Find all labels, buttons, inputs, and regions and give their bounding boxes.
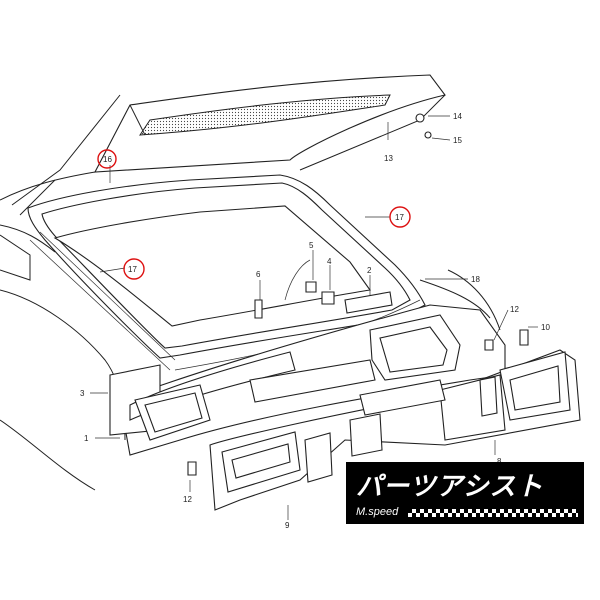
callout-5: 5 [309,241,314,250]
highlight-17-right [389,206,411,228]
callout-2: 2 [367,266,372,275]
callout-15: 15 [453,136,462,145]
callouts: 13 14 15 16 17 17 18 5 4 2 6 3 1 12 10 1… [80,112,550,530]
callout-17-left: 17 [128,265,137,274]
highlight-17-left [123,258,145,280]
callout-14: 14 [453,112,462,121]
logo-title: パーツアシスト [356,472,544,502]
checkered-stripe [408,509,578,517]
callout-12-right: 12 [510,305,519,314]
rear-garnish [209,349,581,511]
callout-3: 3 [80,389,85,398]
callout-9: 9 [285,521,290,530]
callout-1: 1 [84,434,89,443]
logo-subtitle: M.speed [356,506,399,518]
rear-panel [109,291,506,456]
hatch-lid [94,74,446,173]
callout-18: 18 [471,275,480,284]
callout-8: 8 [497,457,502,466]
highlight-marks [97,149,411,280]
callout-12-left: 12 [183,495,192,504]
parts-assist-logo: パーツアシスト M.speed [346,462,584,524]
callout-17-right: 17 [395,213,404,222]
callout-10: 10 [541,323,550,332]
callout-16: 16 [103,155,112,164]
highlight-16 [97,149,117,169]
callout-6: 6 [256,270,261,279]
hardware [187,113,529,476]
callout-13: 13 [384,154,393,163]
leader-lines [90,115,538,520]
callout-4: 4 [327,257,332,266]
